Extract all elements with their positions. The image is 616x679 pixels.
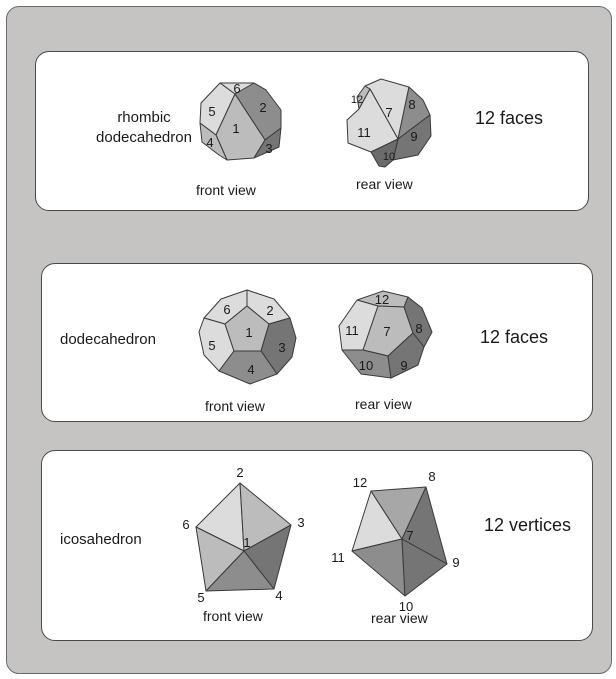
vertex-label-12: 12 [353,475,367,490]
face-4 [218,350,278,385]
vertex-label-6: 6 [182,517,189,532]
vertex-label-8: 8 [428,469,435,484]
face-label-5: 5 [208,338,215,353]
face-label-5: 5 [208,104,215,119]
face-label-8: 8 [415,321,422,336]
panel-dodecahedron: dodecahedron 6 2 1 5 3 4 front view 12 1… [41,263,593,422]
face-1 [215,93,266,161]
face-label-1: 1 [245,325,252,340]
triangle-7-9-10 [401,538,448,597]
face-label-10: 10 [359,358,373,373]
front-view-caption: front view [203,608,263,624]
face-label-8: 8 [408,97,415,112]
icosahedron-front-view-figure: 2 6 1 3 5 4 [182,465,304,605]
vertex-label-1: 1 [243,535,250,550]
count-label: 12 faces [480,327,549,347]
face-label-11: 11 [345,323,359,338]
triangle-1-5-4 [205,550,275,592]
vertex-label-4: 4 [275,588,282,603]
vertex-label-11: 11 [331,550,345,565]
face-label-12: 12 [375,292,389,307]
face-label-6: 6 [223,302,230,317]
face-4 [199,122,228,161]
face-label-2: 2 [266,303,273,318]
face-label-9: 9 [410,129,417,144]
face-label-11: 11 [357,125,371,140]
rear-view-caption: rear view [371,610,428,626]
face-9 [387,332,425,379]
face-10 [370,138,399,168]
face-3 [253,127,282,159]
rear-view-caption: rear view [355,396,412,412]
panel-rhombic-dodecahedron: rhombic dodecahedron 6 5 1 2 4 3 front v… [35,51,589,211]
outer-frame: rhombic dodecahedron 6 5 1 2 4 3 front v… [6,6,612,674]
face-label-7: 7 [383,324,390,339]
rear-view-caption: rear view [356,176,413,192]
face-label-6: 6 [233,81,240,96]
face-label-3: 3 [278,340,285,355]
shape-name: rhombic dodecahedron [84,108,204,148]
face-label-12: 12 [351,94,363,106]
rhombic-rear-view-figure: 12 7 8 11 9 10 [346,78,432,168]
shape-name-line-1: rhombic [117,109,171,126]
face-label-3: 3 [265,141,272,156]
shape-name: dodecahedron [60,331,156,348]
face-label-10: 10 [383,151,395,163]
shape-name-line-2: dodecahedron [96,129,192,146]
vertex-label-2: 2 [236,465,243,480]
front-view-caption: front view [205,398,265,414]
face-label-4: 4 [206,135,213,150]
icosahedron-rear-view-figure: 12 8 7 11 9 10 [331,469,459,614]
vertex-label-7: 7 [406,528,413,543]
dodecahedron-front-view-figure: 6 2 1 5 3 4 [198,289,297,385]
vertex-label-3: 3 [297,515,304,530]
dodecahedron-rear-view-figure: 12 11 7 8 10 9 [338,290,433,379]
face-label-2: 2 [259,100,266,115]
vertex-label-5: 5 [197,590,204,605]
shape-name: icosahedron [60,531,142,548]
face-label-9: 9 [400,358,407,373]
front-view-caption: front view [196,182,256,198]
panel-icosahedron: icosahedron 2 6 1 3 5 4 front view 12 8 … [41,450,593,641]
vertex-label-9: 9 [452,555,459,570]
rhombic-front-view-figure: 6 5 1 2 4 3 [199,81,282,161]
count-label: 12 faces [475,108,544,128]
face-label-7: 7 [385,105,392,120]
face-label-1: 1 [232,121,239,136]
vertex-label-10: 10 [399,599,413,614]
face-label-4: 4 [247,362,254,377]
count-label: 12 vertices [484,515,572,535]
